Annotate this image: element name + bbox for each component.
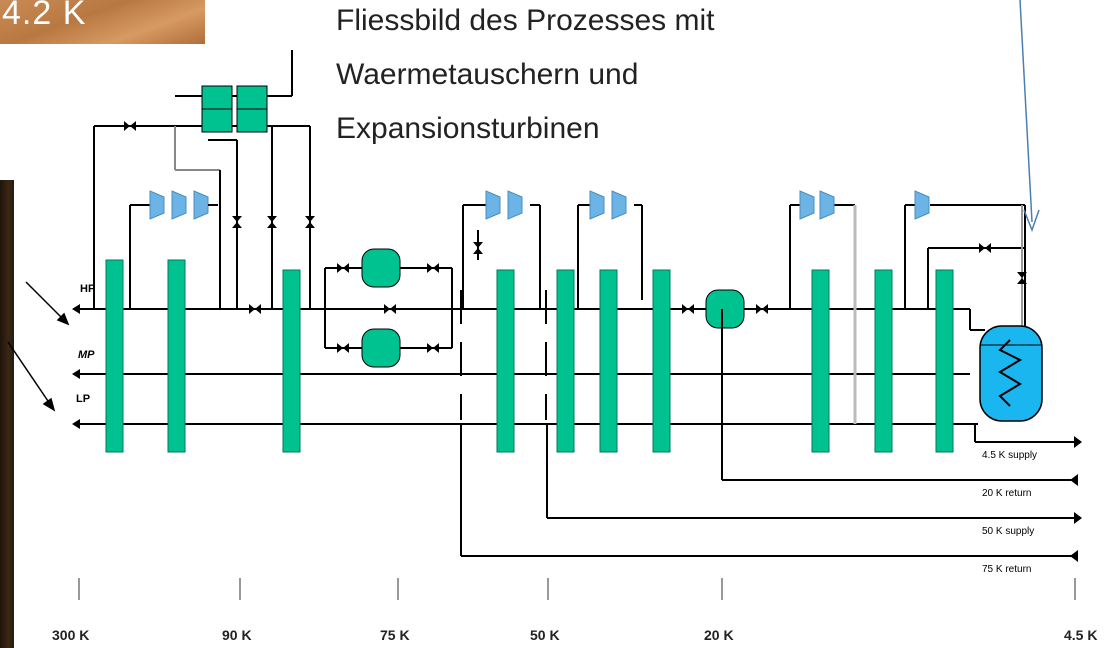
- hp-inlet-arrow: [72, 304, 80, 314]
- stream-arrows: [72, 304, 80, 429]
- helium-vessel: [980, 326, 1042, 421]
- output-2-label: 20 K return: [982, 488, 1031, 499]
- valve-v2: [267, 216, 277, 228]
- temp-label-4: 50 K: [530, 627, 560, 643]
- temp-label-6: 4.5 K: [1064, 627, 1097, 643]
- hx-9: [875, 270, 892, 452]
- hx-1: [106, 260, 123, 452]
- hx-8: [812, 270, 829, 452]
- lp-label: LP: [76, 393, 90, 405]
- valve-top-bypass: [124, 121, 136, 131]
- temp-label-3: 75 K: [380, 627, 410, 643]
- temp-label-2: 90 K: [222, 627, 252, 643]
- turbine-1b: [172, 191, 186, 219]
- hx-7: [653, 270, 670, 452]
- temp-label-5: 20 K: [704, 627, 734, 643]
- turbine-1c: [194, 191, 208, 219]
- output-3-label: 50 K supply: [982, 526, 1034, 537]
- hx-4: [497, 270, 514, 452]
- hx-6: [600, 270, 617, 452]
- temp-label-1: 300 K: [52, 627, 89, 643]
- hp-label: HP: [80, 283, 95, 295]
- hx-5: [557, 270, 574, 452]
- adsorber-2: [362, 329, 400, 367]
- hx-2: [168, 260, 185, 452]
- adsorber-3: [706, 290, 744, 328]
- mp-label: MP: [78, 349, 95, 361]
- annotation-arrow: [1020, 0, 1032, 222]
- mp-outlet-arrow: [72, 369, 80, 379]
- left-pointer-arrows: [8, 282, 68, 410]
- main-lines: [78, 309, 985, 424]
- temperature-ticks: [79, 578, 1075, 600]
- turbine-1a: [150, 191, 164, 219]
- valve-hp-1: [249, 304, 261, 314]
- valve-adsorber-bypass: [384, 304, 396, 314]
- valve-v4: [473, 242, 483, 254]
- adsorber-1: [362, 249, 400, 287]
- hx-3: [283, 270, 300, 452]
- lp-outlet-arrow: [72, 419, 80, 429]
- valve-v1: [232, 216, 242, 228]
- hx-10: [936, 270, 953, 452]
- valve-v3: [305, 216, 315, 228]
- output-1-label: 4.5 K supply: [982, 450, 1037, 461]
- output-4-label: 75 K return: [982, 564, 1031, 575]
